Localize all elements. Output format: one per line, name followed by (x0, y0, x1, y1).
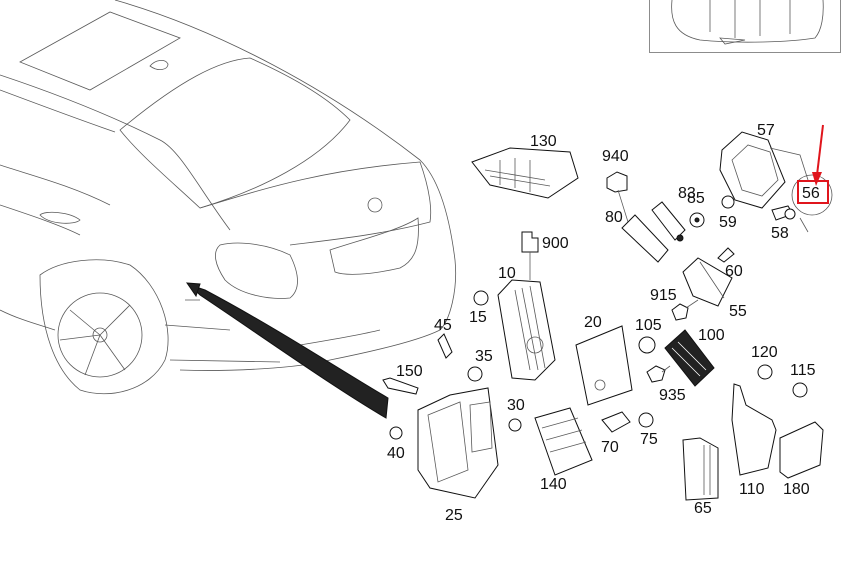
direction-arrow (189, 284, 389, 419)
callout-105[interactable]: 105 (635, 317, 662, 334)
part-25-bracket[interactable] (417, 387, 499, 499)
part-940-connector[interactable] (606, 171, 628, 193)
part-100-control-unit[interactable] (664, 329, 715, 387)
part-35-grommet[interactable] (467, 366, 483, 382)
part-140-fuse-box[interactable] (534, 407, 593, 476)
part-45-clip[interactable] (437, 333, 453, 359)
vehicle-illustration (0, 0, 457, 419)
part-30-nut[interactable] (508, 418, 522, 432)
callout-60[interactable]: 60 (725, 263, 743, 280)
part-115-nut[interactable] (792, 382, 808, 398)
callout-58[interactable]: 58 (771, 225, 789, 242)
callout-40[interactable]: 40 (387, 445, 405, 462)
inset-vehicle-top-view (671, 0, 824, 45)
callout-70[interactable]: 70 (601, 439, 619, 456)
part-15-nut[interactable] (473, 290, 489, 306)
callout-83[interactable]: 83 (678, 185, 696, 202)
part-75-nut[interactable] (638, 412, 654, 428)
part-105-nut[interactable] (638, 336, 656, 354)
part-20-control-unit[interactable] (575, 325, 633, 406)
highlight-arrow (816, 124, 824, 176)
callout-120[interactable]: 120 (751, 344, 778, 361)
part-130-tray[interactable] (471, 147, 579, 199)
part-60-bolt[interactable] (717, 247, 735, 263)
part-935-connector[interactable] (646, 365, 666, 383)
part-83-sensor[interactable] (651, 201, 686, 241)
part-10-control-unit[interactable] (497, 279, 556, 381)
part-65-control-unit[interactable] (682, 437, 719, 501)
callout-10[interactable]: 10 (498, 265, 516, 282)
callout-100[interactable]: 100 (698, 327, 725, 344)
part-59-nut[interactable] (721, 195, 735, 209)
callout-20[interactable]: 20 (584, 314, 602, 331)
callout-56[interactable]: 56 (802, 185, 820, 202)
callout-915[interactable]: 915 (650, 287, 677, 304)
part-900-connector[interactable] (521, 231, 539, 253)
callout-65[interactable]: 65 (694, 500, 712, 517)
part-150-bolt[interactable] (382, 377, 419, 395)
callout-59[interactable]: 59 (719, 214, 737, 231)
part-915-connector[interactable] (671, 303, 689, 321)
callout-115[interactable]: 115 (790, 362, 816, 379)
callout-25[interactable]: 25 (445, 507, 463, 524)
callout-30[interactable]: 30 (507, 397, 525, 414)
part-180-module[interactable] (779, 421, 824, 479)
callout-130[interactable]: 130 (530, 133, 557, 150)
callout-940[interactable]: 940 (602, 148, 629, 165)
highlight-box-56 (797, 180, 829, 204)
callout-55[interactable]: 55 (729, 303, 747, 320)
part-120-nut[interactable] (757, 364, 773, 380)
callout-935[interactable]: 935 (659, 387, 686, 404)
part-40-bolt[interactable] (389, 426, 403, 440)
inset-frame (649, 0, 841, 53)
part-70-relay[interactable] (601, 411, 631, 433)
callout-57[interactable]: 57 (757, 122, 775, 139)
callout-35[interactable]: 35 (475, 348, 493, 365)
part-55-module[interactable] (682, 257, 733, 307)
callout-45[interactable]: 45 (434, 317, 452, 334)
callout-180[interactable]: 180 (783, 481, 810, 498)
callout-15[interactable]: 15 (469, 309, 487, 326)
callout-900[interactable]: 900 (542, 235, 569, 252)
callout-75[interactable]: 75 (640, 431, 658, 448)
part-80-module[interactable] (621, 214, 669, 263)
highlight-arrow-head (812, 172, 822, 186)
callout-80[interactable]: 80 (605, 209, 623, 226)
callout-85[interactable]: 85 (687, 190, 705, 207)
part-110-bracket[interactable] (731, 383, 777, 476)
callout-110[interactable]: 110 (739, 481, 765, 498)
callout-150[interactable]: 150 (396, 363, 423, 380)
callout-140[interactable]: 140 (540, 476, 567, 493)
